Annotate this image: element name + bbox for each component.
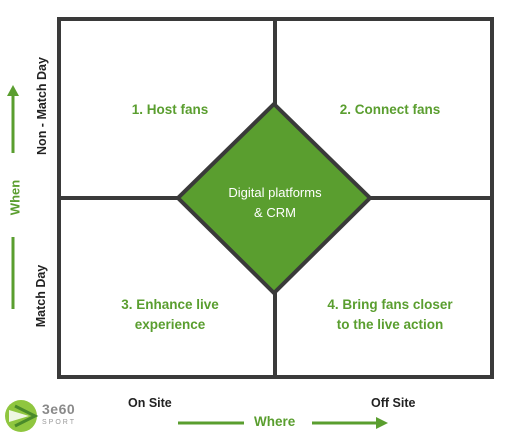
where-bar-icon	[178, 421, 244, 425]
center-label-line2: & CRM	[254, 205, 296, 220]
brand-logo-name: 3e60	[42, 401, 76, 417]
quadrant-enhance-live-line1: 3. Enhance live	[121, 297, 219, 312]
axis-label-match-day: Match Day	[34, 264, 48, 328]
center-diamond	[176, 102, 372, 295]
quadrant-bring-fans-closer-line1: 4. Bring fans closer	[327, 297, 453, 312]
quadrant-enhance-live-line2: experience	[134, 317, 206, 332]
brand-logo-sub: SPORT	[42, 419, 76, 426]
quadrant-host-fans-label: 1. Host fans	[131, 102, 209, 117]
center-diamond-label: Digital platforms & CRM	[200, 183, 350, 223]
quadrant-connect-fans-label: 2. Connect fans	[339, 102, 441, 117]
quadrant-enhance-live: 3. Enhance live experience	[70, 295, 270, 335]
quadrant-bring-fans-closer: 4. Bring fans closer to the live action	[290, 295, 490, 335]
when-bar-icon	[11, 237, 15, 309]
axis-label-non-match-day: Non - Match Day	[35, 57, 49, 155]
quadrant-host-fans: 1. Host fans	[70, 100, 270, 120]
quadrant-bring-fans-closer-line2: to the live action	[336, 317, 444, 332]
when-arrow-up-icon	[7, 85, 19, 153]
center-label-line1: Digital platforms	[228, 185, 322, 200]
axis-title-where: Where	[254, 414, 296, 429]
quadrant-connect-fans: 2. Connect fans	[290, 100, 490, 120]
axis-title-when: When	[7, 179, 23, 216]
axis-label-on-site: On Site	[128, 396, 172, 410]
axis-label-off-site: Off Site	[371, 396, 416, 410]
where-arrow-right-icon	[312, 417, 388, 429]
brand-logo-icon	[5, 400, 39, 432]
